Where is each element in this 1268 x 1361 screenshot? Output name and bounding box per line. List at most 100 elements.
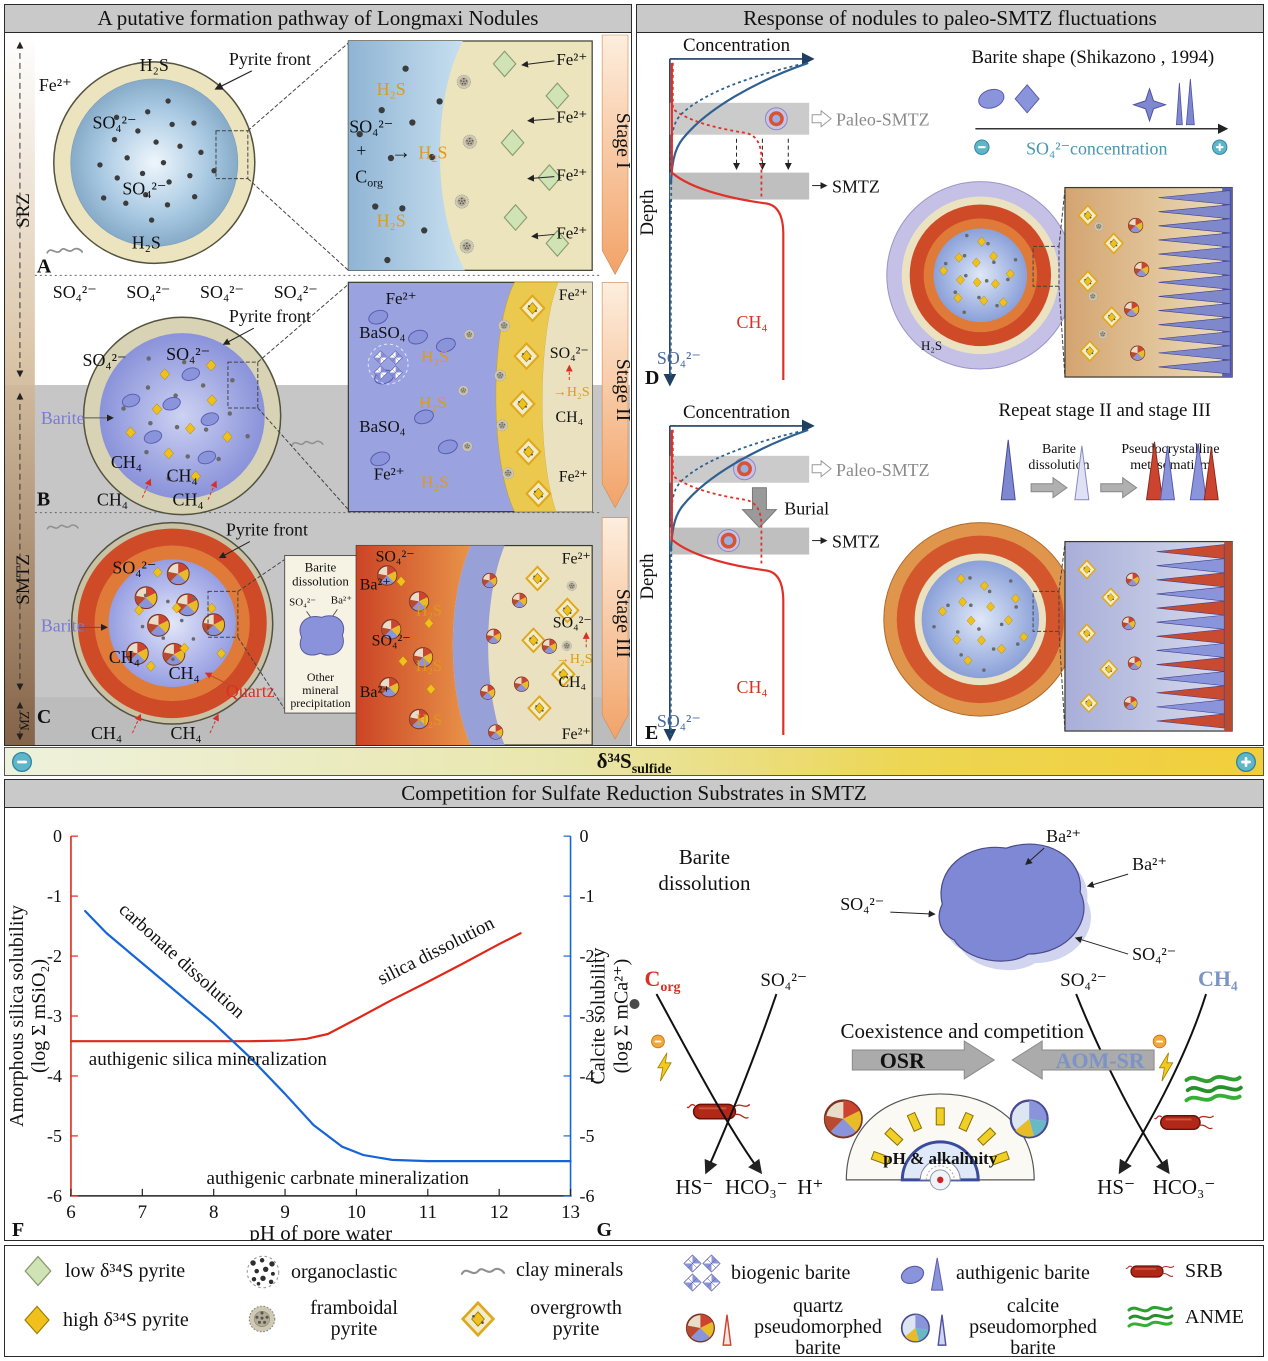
svg-text:-3: -3 [580,1006,595,1026]
svg-text:Amorphous silica solubility: Amorphous silica solubility [6,905,28,1127]
legend-item: low δ³⁴S pyrite [21,1254,185,1288]
stage2-label: Stage II [612,359,630,422]
other-mineral-label: mineral [302,683,339,697]
so4-label: SO₄²⁻ [553,614,592,631]
quartz-pseudomorph-icon [541,638,558,654]
nodule-stage2: SO₄²⁻ SO₄²⁻ Barite CH₄ CH₄ Pyrite front … [37,283,349,516]
svg-text:-4: -4 [580,1066,595,1086]
barite-diamond-icon [1014,84,1040,114]
barite-crystal-icon [1000,439,1016,501]
smtz-label: SMTZ [832,177,880,197]
barite-shape-label: Barite shape (Shikazono , 1994) [971,47,1214,68]
ch4-flux-arrow [141,478,152,498]
fe-arrow [527,116,555,124]
barite-dissolution-label: Barite [1042,442,1076,457]
legend-item: framboidal pyrite [245,1298,419,1340]
nodule-d: H₂S [886,181,1075,378]
profile-plot-d: Concentration Depth Paleo-SMTZ SMTZ SO₄²… [637,35,930,389]
barite-label: Barite [41,408,85,428]
legend-item: calcite pseudomorphed barite [898,1296,1108,1359]
so4-label: SO₄²⁻ [372,632,411,649]
framboidal-pyrite-icon [248,1305,276,1333]
ch4-profile-current [670,429,785,736]
so4-arrow [890,910,936,918]
ch4-flux-arrow [131,713,142,734]
biogenic-cluster-outline [367,343,409,385]
barite-dissolution-label: Barite [305,559,337,574]
calcite-pseudomorphed-barite-icon [898,1309,948,1347]
hplus-label: H⁺ [797,1175,823,1199]
h2s-label: H₂S [377,79,406,99]
ch4-profile-current [670,62,785,381]
legend-label: high δ³⁴S pyrite [63,1308,189,1331]
inset-stage1: H₂S SO₄²⁻ + Corg → H₂S H₂S Fe²⁺ Fe²⁺ Fe²… [347,40,593,271]
stage3-label: Stage III [612,589,630,658]
zoom-line [1058,286,1066,378]
svg-text:carbonate dissolution: carbonate dissolution [115,899,250,1023]
so4-label: SO₄²⁻ [760,970,807,991]
zoom-box-c [207,590,239,638]
zoom-box-b [227,361,259,409]
framboidal-pyrite-icon [454,194,469,209]
electron-minus-icon [651,1034,665,1049]
quartz-arrow [204,672,235,688]
legend-label: authigenic barite [956,1261,1090,1284]
pseudomorph-crystal-teeth [1156,544,1225,729]
baso4-label: BaSO₄ [359,323,405,342]
so4-label: SO₄²⁻ [122,179,166,199]
aom-sr-label: AOM-SR [1056,1048,1146,1073]
smtz-label: SMTZ [13,554,34,604]
barite-label: Barite [41,615,85,635]
so4-label: SO₄²⁻ [274,282,318,302]
electron-minus-icon [1152,1034,1167,1049]
barite-ellipse-icon [978,88,1005,109]
ba-label: Ba²⁺ [360,684,391,701]
pyrite-front-arrow [214,70,253,90]
quartz-pseudomorph-icon [1121,616,1136,631]
ch4-profile-paleo [671,62,763,197]
zoom-line [237,637,286,710]
zoom-line [247,178,349,271]
quartz-rim [1224,541,1233,732]
fe-arrow [527,174,555,182]
so4-label: SO₄²⁻ [376,549,415,566]
barite-dissolution-label: dissolution [292,573,349,588]
legend-item: authigenic barite [898,1254,1090,1292]
legend-item: quartz pseudomorphed barite [683,1296,893,1359]
ch4-label: CH₄ [169,663,200,683]
pyrite-tick [977,1127,997,1147]
quartz-pseudomorph-icon [1133,261,1150,277]
hco3-label: HCO₃⁻ [1153,1175,1216,1199]
ch4-axis-label: CH₄ [737,312,768,332]
osr-label: OSR [880,1048,926,1073]
svg-text:pH of pore water: pH of pore water [249,1221,392,1241]
clay-minerals-icon [460,1267,506,1275]
h2s-label: H₂S [416,602,442,619]
inset-barite-dissolution: Barite dissolution SO₄²⁻ Ba²⁺ Other mine… [284,555,357,714]
ba-label: Ba²⁺ [1046,826,1081,846]
mini-nodule-core [724,536,734,546]
quartz-pseudomorph-icon [485,628,502,644]
barite-spike-icon [1185,78,1195,126]
pyrite-tick [935,1107,945,1126]
anme-icon [1184,1074,1243,1103]
dissolved-barite-crystal-icon [1074,445,1090,501]
reaction-arrow: → [391,142,411,164]
ch4-label: CH₄ [91,723,122,743]
fe-arrow [521,60,555,68]
repeat-row: Repeat stage II and stage III Barite dis… [999,400,1220,501]
barite-shape-row: Barite shape (Shikazono , 1994) SO₄²⁻con… [971,47,1229,159]
h2s-label: H₂S [140,55,169,75]
hco3-label: HCO₃⁻ [725,1175,788,1199]
energy-bolt-icon [657,1052,672,1082]
energy-bolt-icon [1158,1052,1174,1082]
smtz-competition-scheme: Barite dissolution Ba²⁺ Ba²⁺ SO₄²⁻ SO₄²⁻… [597,826,1243,1241]
barite-spike-icon [1175,82,1183,126]
quartz-pseudomorph-icon [1129,345,1146,361]
quartz-pseudomorph-icon [1123,301,1140,317]
panel-letter-a: A [37,255,52,277]
reaction-path-arrow [655,993,763,1175]
pyrite-tick [989,1150,1010,1166]
barite-dissolution-label: Barite [679,845,730,869]
